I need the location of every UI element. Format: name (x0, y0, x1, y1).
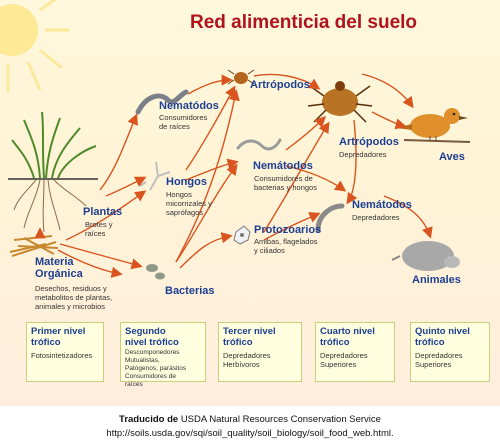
node-plantas-desc: Brotes y raíces (85, 220, 113, 238)
bird-icon (396, 108, 471, 143)
trophic-level-5-desc: Depredadores Superiores (415, 351, 463, 369)
footer-url[interactable]: http://soils.usda.gov/sqi/soil_quality/s… (106, 428, 394, 439)
trophic-level-1: Primer nivel trófico Fotosintetizadores (26, 322, 104, 382)
node-artropodos-1-label: Artrópodos (250, 79, 310, 91)
node-nematodos-raices-label: Nematódos (159, 100, 219, 112)
node-protozoarios-label: Protozoarios (254, 224, 322, 236)
footer-source: USDA Natural Resources Conservation Serv… (180, 414, 381, 425)
trophic-level-5-title: Quinto nivel trófico (415, 326, 470, 348)
node-nematodos-dep-label: Nemátodos (352, 199, 412, 211)
sun-icon (0, 0, 70, 92)
organic-matter-icon (9, 235, 59, 257)
node-nematodos-bh-desc: Consumidores de bacterias y hongos (254, 174, 317, 192)
footer-source-line: Traducido de USDA Natural Resources Cons… (0, 414, 500, 425)
predator-nematode-icon (315, 203, 345, 233)
plant-icon (8, 111, 98, 233)
trophic-level-1-title: Primer nivel trófico (31, 326, 86, 348)
node-bacterias-label: Bacterias (165, 285, 215, 297)
node-nematodos-raices-desc: Consumidores de raíces (159, 113, 208, 131)
protozoa-icon (233, 225, 251, 245)
predator-arthropod-icon (307, 81, 373, 123)
footer-prefix: Traducido de (119, 414, 179, 425)
node-artropodos-2-label: Artrópodos (339, 136, 399, 148)
trophic-level-3-title: Tercer nivel trófico (223, 326, 276, 348)
node-aves-label: Aves (439, 151, 465, 163)
node-artropodos-2-desc: Depredadores (339, 150, 387, 159)
trophic-level-4-title: Cuarto nivel trófico (320, 326, 375, 348)
mole-icon (391, 241, 460, 271)
node-nematodos-dep-desc: Depredadores (352, 213, 400, 222)
node-materia-label: Materia Orgánica (35, 256, 83, 280)
diagram-art (0, 0, 471, 280)
trophic-level-4: Cuarto nivel trófico Depredadores Superi… (315, 322, 395, 382)
trophic-level-3: Tercer nivel trófico Depredadores Herbív… (218, 322, 302, 382)
bacteria-icon (146, 264, 165, 280)
page-title: Red alimenticia del suelo (190, 12, 418, 33)
root-nematode-icon (135, 89, 189, 115)
node-hongos-desc: Hongos micorrizales y saprófagos (166, 190, 212, 217)
node-materia-desc: Desechos, residuos y metabolitos de plan… (35, 284, 113, 311)
trophic-level-5: Quinto nivel trófico Depredadores Superi… (410, 322, 490, 382)
trophic-level-1-desc: Fotosintetizadores (31, 351, 93, 360)
node-protozoarios-desc: Amibas, flagelados y ciliados (254, 237, 318, 255)
bacterial-nematode-icon (236, 138, 282, 151)
trophic-level-2: Segundo nivel trófico Descomponedores Mu… (120, 322, 206, 388)
node-animales-label: Animales (412, 274, 461, 286)
trophic-level-3-desc: Depredadores Herbívoros (223, 351, 271, 369)
trophic-level-2-desc: Descomponedores Mutualistas, Patógenos, … (125, 349, 187, 388)
node-nematodos-bh-label: Nemátodos (253, 160, 313, 172)
node-hongos-label: Hongos (166, 176, 207, 188)
arrows (34, 73, 433, 278)
node-plantas-label: Plantas (83, 206, 123, 218)
trophic-level-4-desc: Depredadores Superiores (320, 351, 368, 369)
trophic-level-2-title: Segundo nivel trófico (125, 326, 179, 348)
